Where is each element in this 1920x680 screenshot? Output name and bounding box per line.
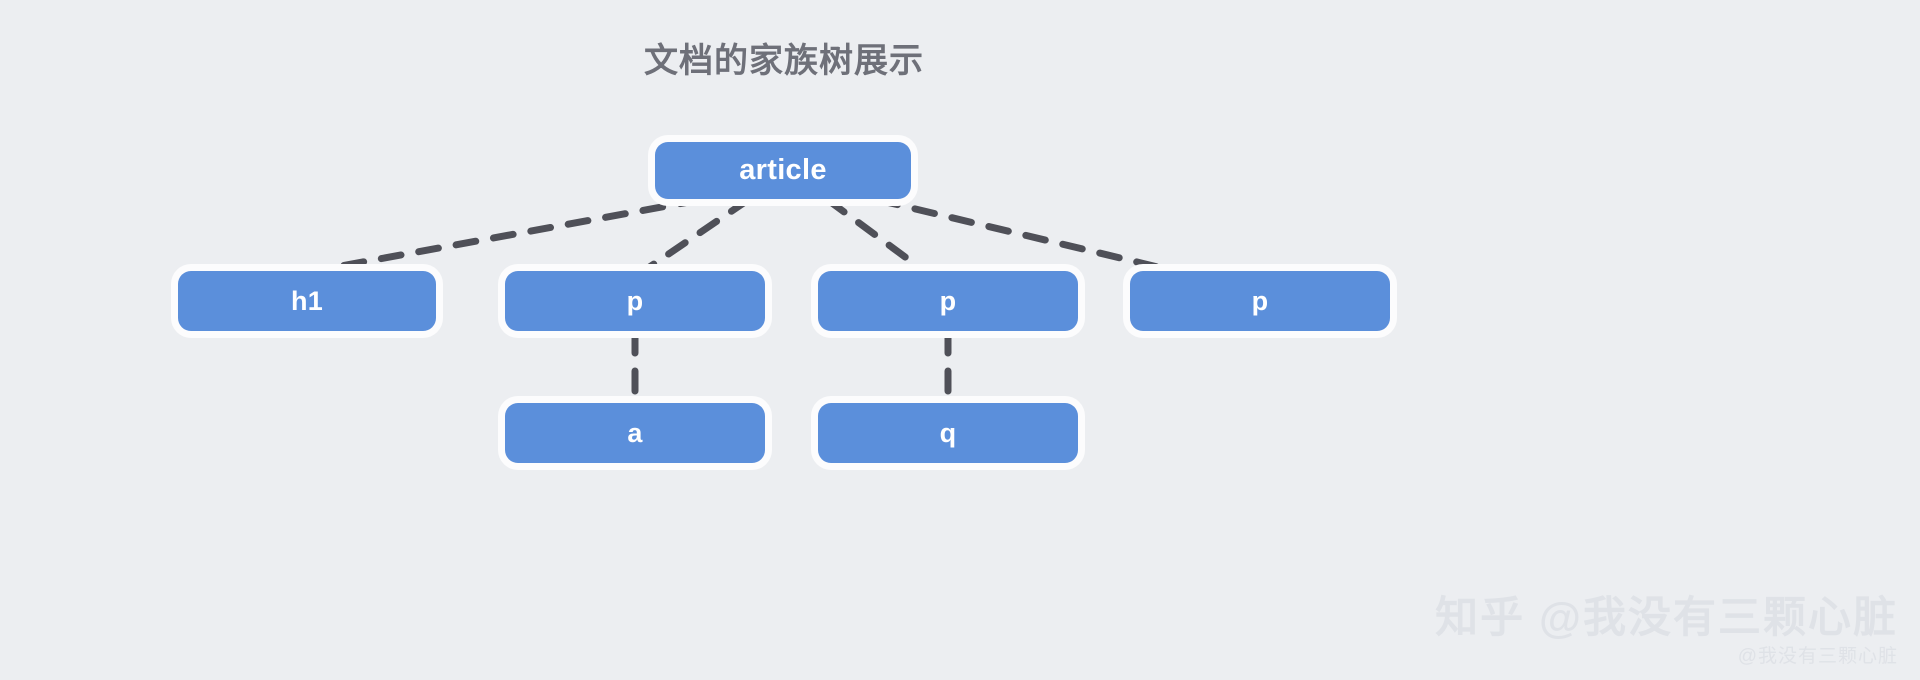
node-label: a <box>627 417 643 448</box>
node-label: p <box>1251 285 1269 316</box>
watermark: 知乎 @我没有三颗心脏 @我没有三颗心脏 <box>1435 592 1898 670</box>
tree-node-q[interactable]: q <box>818 403 1078 463</box>
node-label: article <box>739 154 827 186</box>
node-label: p <box>939 285 957 316</box>
node-label: h1 <box>290 285 324 316</box>
tree-node-article[interactable]: article <box>655 142 911 199</box>
edge-article-h1 <box>326 196 704 272</box>
edge-article-p1 <box>644 196 752 272</box>
node-label: q <box>939 417 957 448</box>
watermark-sub-text: @我没有三颗心脏 <box>1737 646 1898 667</box>
watermark-main-text: 知乎 @我没有三颗心脏 <box>1435 594 1898 642</box>
edge-article-p2 <box>824 196 924 272</box>
tree-node-a[interactable]: a <box>505 403 765 463</box>
tree-node-p-1[interactable]: p <box>505 271 765 331</box>
node-label: p <box>626 285 644 316</box>
tree-node-h1[interactable]: h1 <box>178 271 436 331</box>
page-title: 文档的家族树展示 <box>644 42 924 80</box>
edge-article-p3 <box>874 196 1166 272</box>
tree-node-p-3[interactable]: p <box>1130 271 1390 331</box>
tree-node-p-2[interactable]: p <box>818 271 1078 331</box>
